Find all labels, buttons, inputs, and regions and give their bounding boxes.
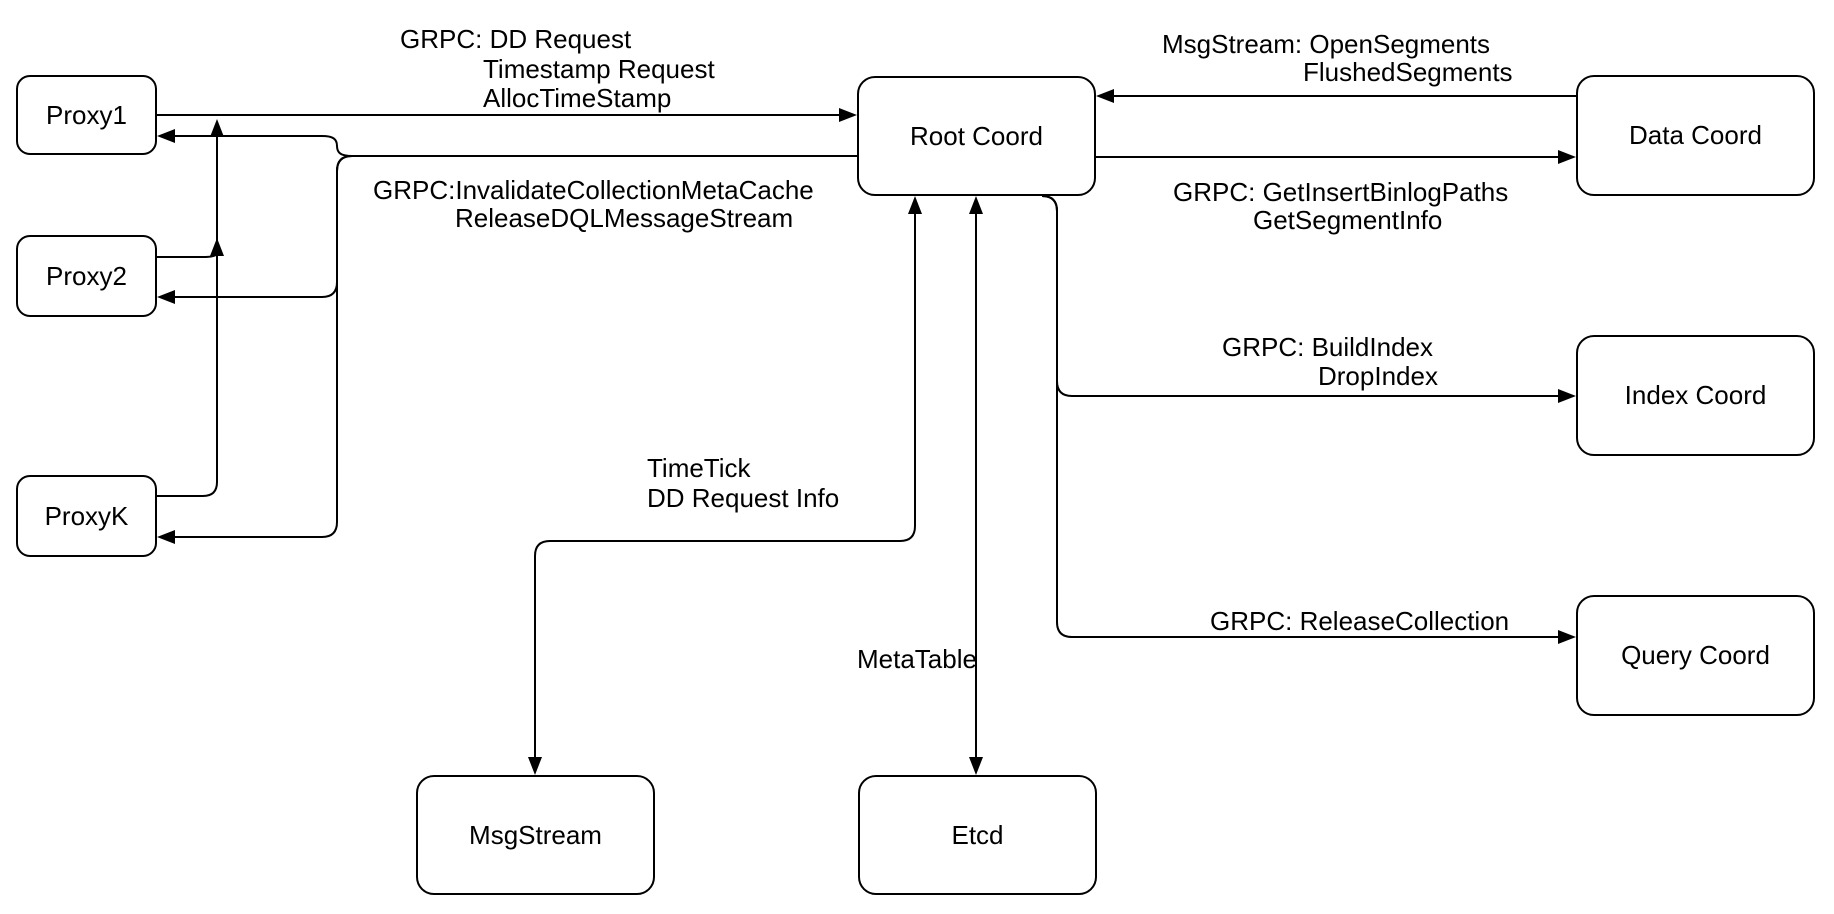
node-query-coord-label: Query Coord xyxy=(1621,640,1770,670)
node-query-coord: Query Coord xyxy=(1576,595,1815,716)
node-etcd-label: Etcd xyxy=(951,819,1004,850)
node-proxy2: Proxy2 xyxy=(16,235,157,317)
node-index-coord-label: Index Coord xyxy=(1624,380,1767,410)
node-index-coord: Index Coord xyxy=(1576,335,1815,456)
edge-rootcoord-return-to-proxy1-arrowhead-left xyxy=(157,129,175,143)
label-dd-request-info: DD Request Info xyxy=(647,483,840,513)
label-msgstream-opensegments: MsgStream: OpenSegments xyxy=(1162,29,1491,59)
edge-rootcoord-return-to-proxy2-arrowhead-left xyxy=(157,290,175,304)
label-timestamp-request: Timestamp Request xyxy=(483,54,715,84)
edge-rootcoord-msgstream-timetick-arrowhead-up xyxy=(908,196,922,214)
node-proxy1-label: Proxy1 xyxy=(46,99,127,130)
edge-rootcoord-msgstream-timetick-arrowhead-down xyxy=(528,757,542,775)
label-alloctimestamp: AllocTimeStamp xyxy=(483,83,672,113)
node-msgstream-label: MsgStream xyxy=(469,819,602,850)
edge-rootcoord-msgstream-timetick xyxy=(534,213,916,758)
edge-rootcoord-return-to-proxy1 xyxy=(174,135,857,157)
edge-proxyk-up-merge-arrowhead-up xyxy=(210,119,224,137)
label-grpc-dd-request: GRPC: DD Request xyxy=(400,24,632,54)
node-proxyk: ProxyK xyxy=(16,475,157,557)
node-msgstream: MsgStream xyxy=(416,775,655,895)
edge-rootcoord-etcd-metatable-arrowhead-up xyxy=(969,196,983,214)
edge-rootcoord-etcd-metatable-arrowhead-down xyxy=(969,757,983,775)
edge-rootcoord-to-datacoord-grpc-arrowhead-right xyxy=(1558,150,1576,164)
label-dropindex: DropIndex xyxy=(1318,361,1438,391)
node-root-coord: Root Coord xyxy=(857,76,1096,196)
edge-datacoord-to-rootcoord-msgstream-arrowhead-left xyxy=(1096,89,1114,103)
label-timetick: TimeTick xyxy=(647,453,751,483)
label-getsegmentinfo: GetSegmentInfo xyxy=(1253,205,1443,235)
node-proxyk-label: ProxyK xyxy=(44,500,129,531)
node-data-coord-label: Data Coord xyxy=(1629,120,1762,150)
edge-proxy1-to-rootcoord-request-arrowhead-right xyxy=(839,108,857,122)
node-root-coord-label: Root Coord xyxy=(910,120,1043,151)
label-flushedsegments: FlushedSegments xyxy=(1303,57,1513,87)
label-grpc-releasecollection: GRPC: ReleaseCollection xyxy=(1210,606,1510,636)
edge-rootcoord-return-to-proxyk-arrowhead-left xyxy=(157,530,175,544)
label-getinsertbinlogpaths: GRPC: GetInsertBinlogPaths xyxy=(1173,177,1509,207)
edge-rootcoord-to-indexcoord-arrowhead-right xyxy=(1558,389,1576,403)
label-invalidate-meta-cache: GRPC:InvalidateCollectionMetaCache xyxy=(373,175,814,205)
edge-rootcoord-return-to-proxyk xyxy=(174,155,857,538)
node-data-coord: Data Coord xyxy=(1576,75,1815,196)
edge-proxy2-up-merge xyxy=(157,252,218,258)
label-grpc-buildindex: GRPC: BuildIndex xyxy=(1222,332,1433,362)
edge-rootcoord-to-querycoord-arrowhead-right xyxy=(1558,630,1576,644)
edge-rootcoord-to-querycoord xyxy=(1041,195,1559,638)
node-proxy2-label: Proxy2 xyxy=(46,260,127,291)
node-etcd: Etcd xyxy=(858,775,1097,895)
label-metatable: MetaTable xyxy=(857,644,977,674)
edge-proxyk-up-merge xyxy=(157,137,218,497)
node-proxy1: Proxy1 xyxy=(16,75,157,155)
label-release-dql-stream: ReleaseDQLMessageStream xyxy=(455,203,794,233)
